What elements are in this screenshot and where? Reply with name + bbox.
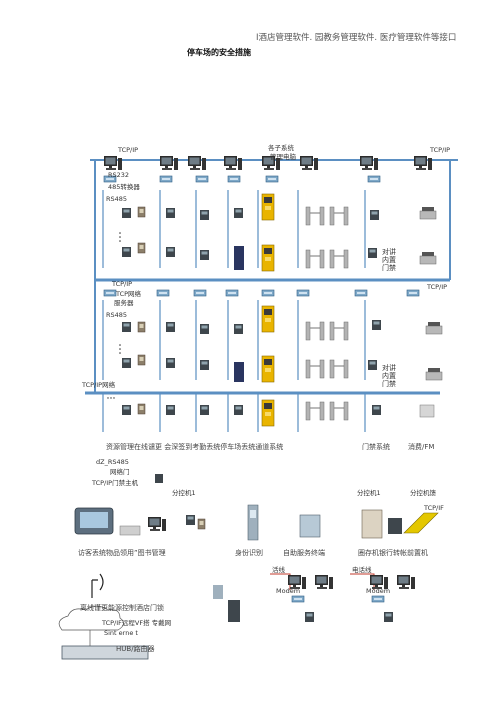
label-sub-controller-left: 分控机1: [172, 489, 196, 497]
label-rs485-row1: RS485: [106, 195, 128, 203]
label-sub-controller-n: 分控机馈: [410, 489, 436, 497]
page-title: 停车场的安全措施: [187, 47, 251, 57]
label-rs485-row2: RS485: [106, 311, 128, 319]
caption-self-service: 自助服务终端: [283, 549, 325, 557]
label-center-subsystems: 各子系统: [268, 144, 294, 152]
caption-id-verification: 身份识别: [235, 549, 263, 557]
label-tcpip-top-right: TCP/IP: [430, 146, 451, 154]
label-management-pc: 管理电脑: [270, 153, 296, 161]
label-internet: Sint erne t: [104, 629, 138, 637]
caption-hub-router: HUB/路由器: [116, 645, 155, 653]
label-tcpip-mid: TCP/IP: [112, 280, 133, 288]
label-server: 服务器: [114, 299, 134, 307]
label-dz-rs485: dZ_RS485: [96, 458, 129, 466]
label-tcpip-door-host: TCP/IP门禁主机: [92, 479, 139, 487]
label-tcpip-lower: TCP/IF: [424, 504, 444, 512]
label-remote-tcpip: TCP/IF远程VF搭 专戴网: [102, 619, 172, 627]
label-tcp-network: TCP网络: [116, 290, 142, 298]
label-sub-controller-right: 分控机1: [357, 489, 381, 497]
caption-consumption: 消费/FM: [408, 443, 435, 451]
header-integrations: I酒店管理软件. 园教务管理软件. 医疗管理软件等接口: [256, 33, 457, 43]
label-tcpip-top-left: TCP/IP: [118, 146, 139, 154]
label-phone-line-a: 活线: [272, 566, 285, 574]
caption-door-system: 门禁系统: [362, 443, 390, 451]
label-modem-b: Modem: [366, 587, 391, 595]
label-modem-a: Modem: [276, 587, 301, 595]
caption-subsystems-row: 资源管理在线谴更 会深签到考勤丢统停车场丢统通道系统: [106, 443, 284, 451]
caption-offline-hotel-lock: 离线谨更能源控制酒店门锁: [80, 604, 164, 612]
label-intercom-door-2: 对讲 内置 门禁: [382, 364, 396, 388]
hub-router-box: [61, 645, 149, 660]
label-rs232: RS232: [108, 171, 130, 179]
label-network-door: 网络门: [110, 468, 130, 476]
caption-visitor-library: 访客丢统物品领用”图书管理: [78, 549, 166, 557]
label-tcpip-right-row2: TCP/IP: [427, 283, 448, 291]
label-485-converter: 485转换器: [108, 183, 140, 191]
label-intercom-door-1: 对讲 内置 门禁: [382, 248, 396, 272]
label-phone-line-b: 电话线: [352, 566, 372, 574]
caption-bank-transfer: 圈存机银行转帐前置机: [358, 549, 428, 557]
label-tcpip-network-bottom: TCP/IP网络: [82, 381, 116, 389]
